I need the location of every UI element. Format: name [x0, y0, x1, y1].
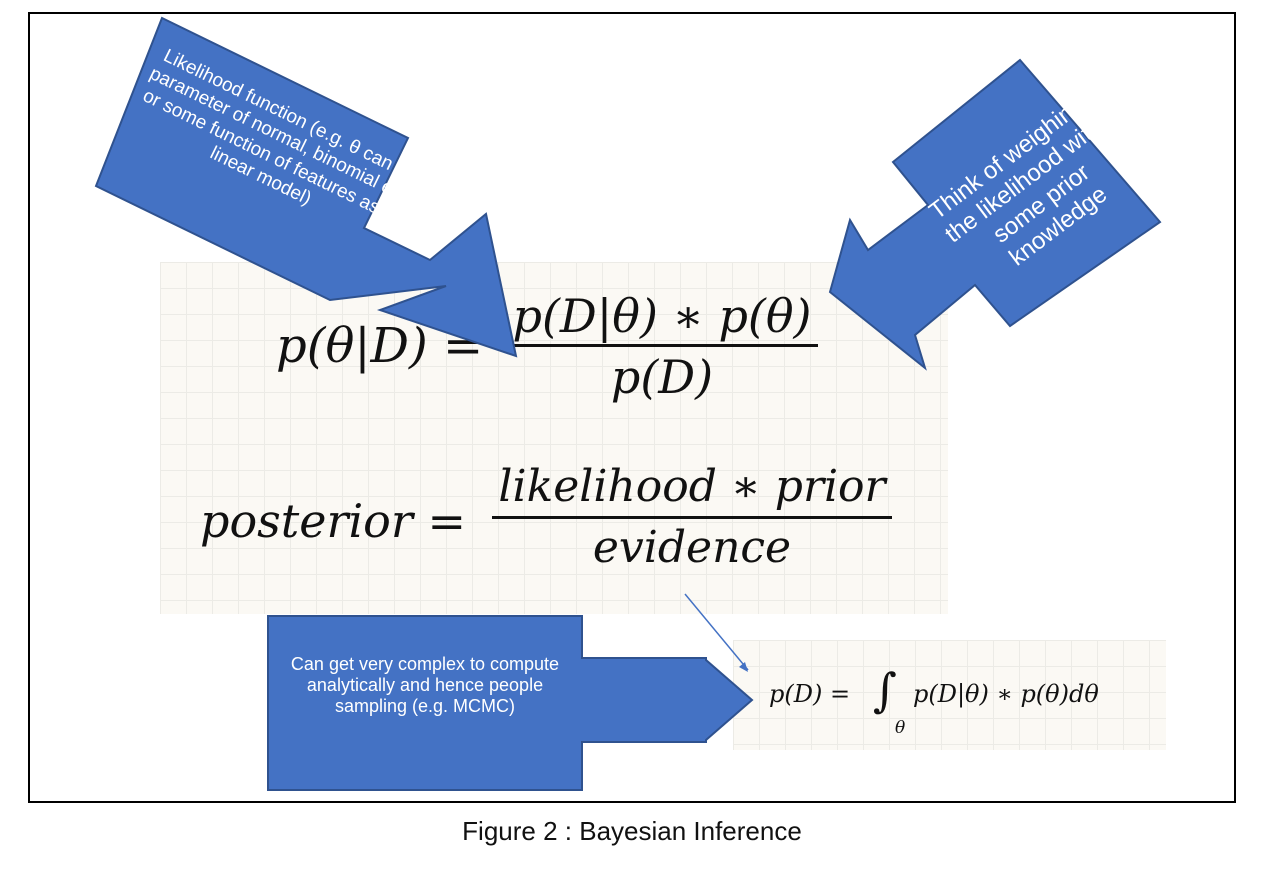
bayes-denominator: p(D) [610, 350, 714, 404]
words-lhs: posterior = [200, 494, 467, 548]
words-fraction: likelihood ∗ prior evidence [492, 458, 892, 577]
bayes-fraction-bar [506, 344, 818, 347]
likelihood-callout-shape [94, 16, 518, 358]
figure-caption: Figure 2 : Bayesian Inference [462, 816, 802, 846]
figure-frame [28, 12, 1236, 803]
bayes-numerator: p(D|θ) ∗ p(θ) [512, 289, 812, 343]
integral-integrand: p(D|θ) ∗ p(θ)dθ [913, 680, 1099, 708]
evidence-pointer-line [684, 593, 749, 671]
integral-lhs: p(D) = [769, 680, 851, 708]
evidence-pointer-arrowhead [739, 662, 748, 672]
evidence-callout-shape [267, 615, 754, 791]
prior-callout-shape [828, 58, 1162, 371]
words-fraction-bar [492, 516, 892, 519]
integral-subscript: θ [895, 718, 906, 738]
equation-panel: p(θ|D) = p(D|θ) ∗ p(θ) p(D) posterior = … [160, 262, 948, 614]
evidence-callout-text: Can get very complex to compute analytic… [290, 654, 560, 717]
bayes-fraction: p(D|θ) ∗ p(θ) p(D) [506, 288, 818, 407]
evidence-integral-panel: p(D) = ∫ θ p(D|θ) ∗ p(θ)dθ [733, 640, 1166, 750]
words-numerator: likelihood ∗ prior [498, 461, 886, 512]
words-denominator: evidence [592, 522, 792, 573]
integral-sign: ∫ [873, 663, 897, 717]
